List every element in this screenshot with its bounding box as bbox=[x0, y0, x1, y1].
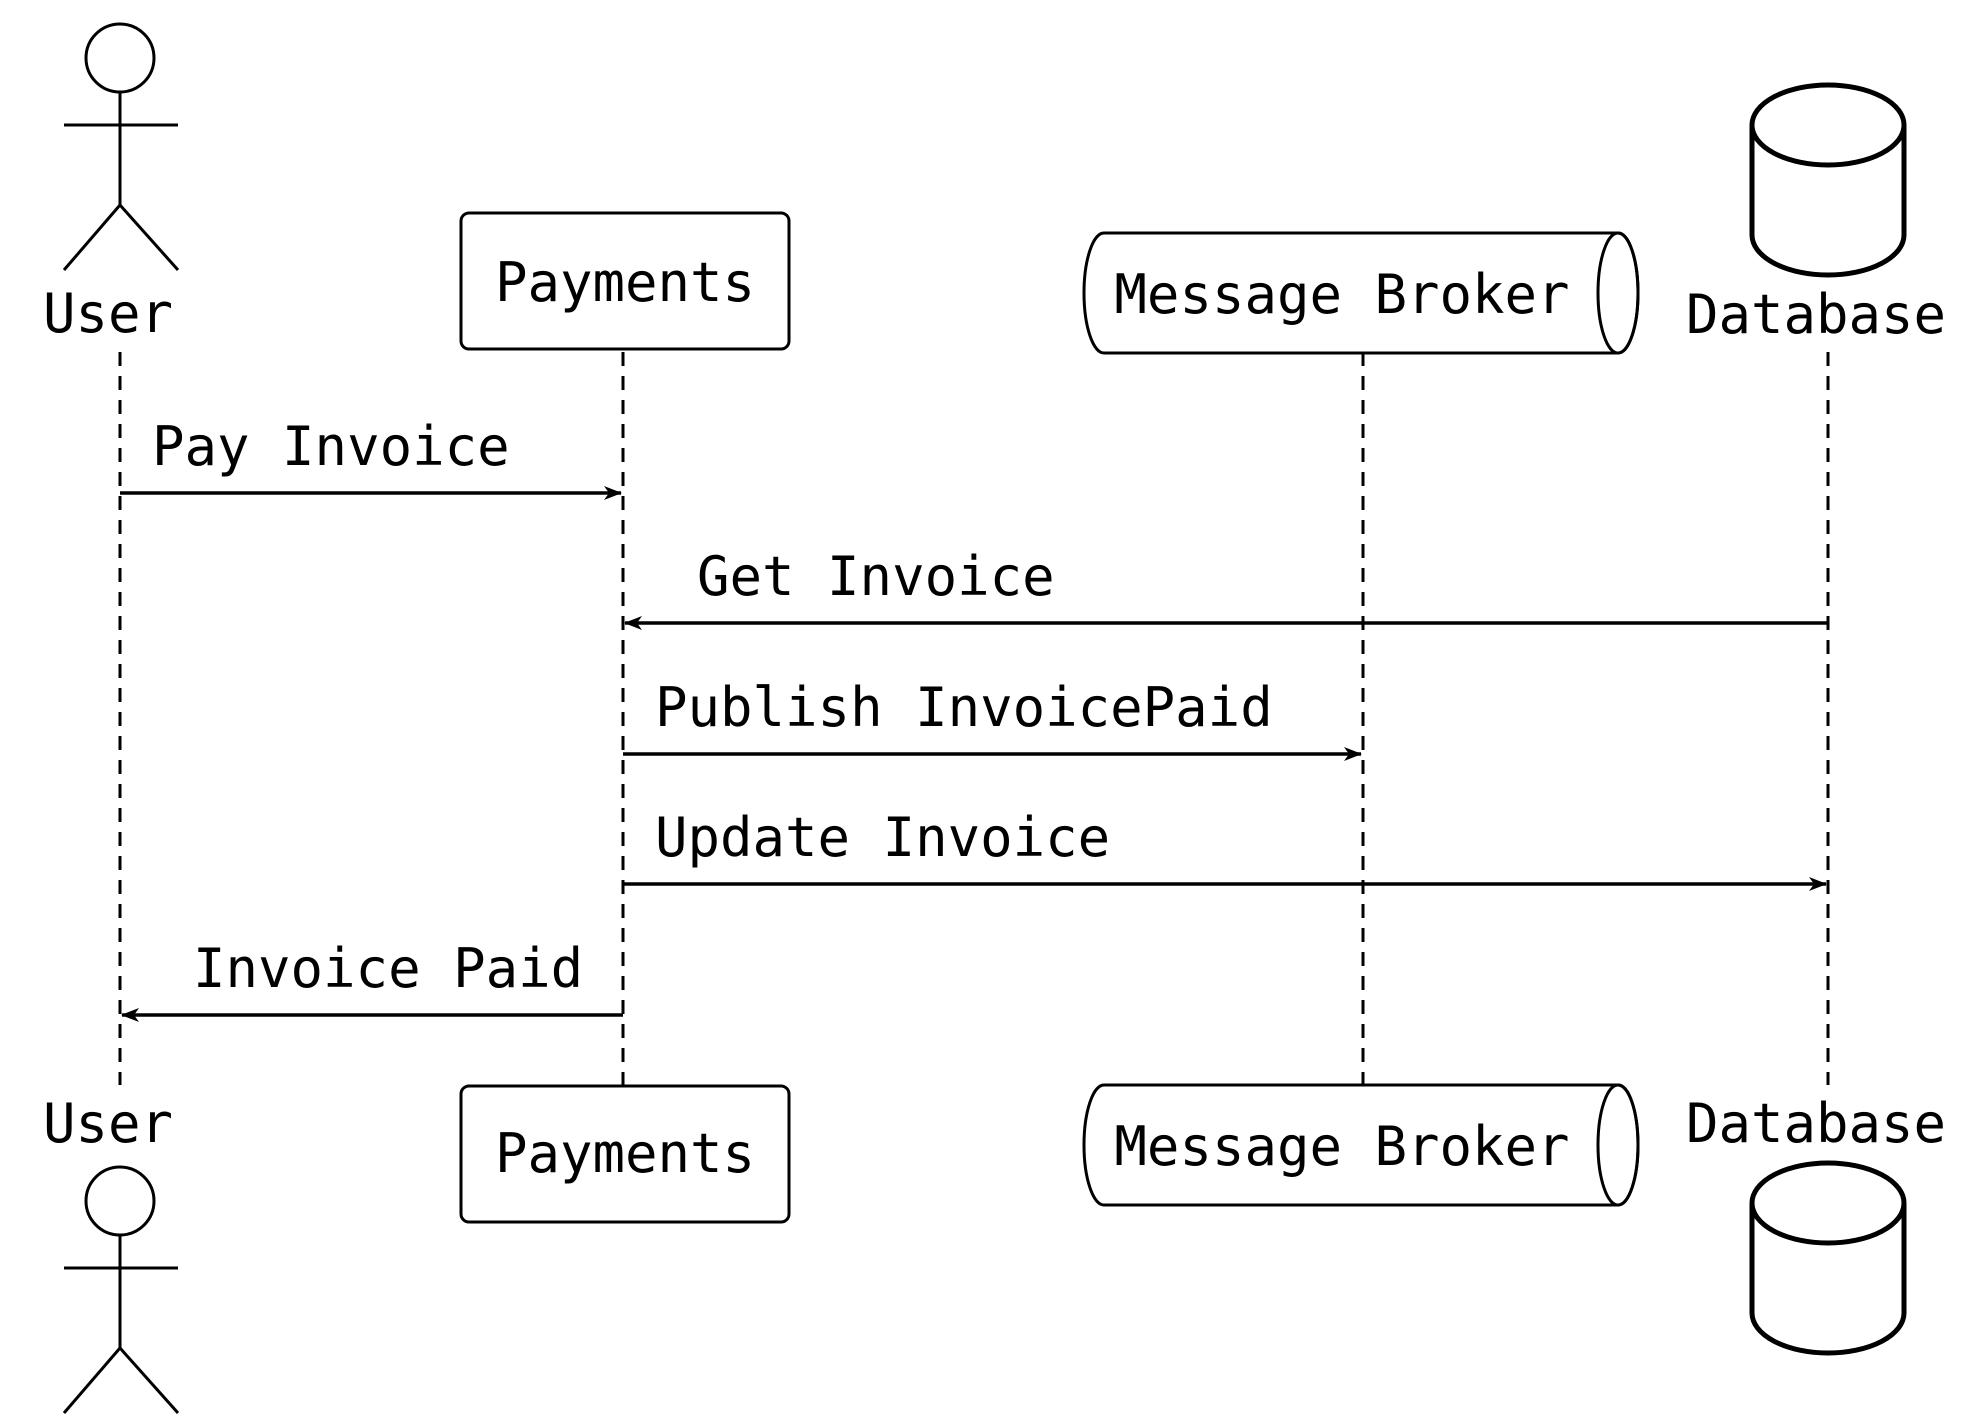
participant-database-top: Database bbox=[1686, 82, 1946, 346]
participant-message-broker-top: Message Broker bbox=[1082, 231, 1640, 355]
message-label: Pay Invoice bbox=[152, 415, 510, 478]
message-4: Update Invoice bbox=[623, 806, 1827, 891]
actor-icon bbox=[62, 1165, 180, 1414]
actor-user-bottom: User bbox=[43, 1092, 180, 1414]
participant-label-message-broker: Message Broker bbox=[1114, 263, 1569, 326]
message-5: Invoice Paid bbox=[121, 937, 623, 1022]
message-3: Publish InvoicePaid bbox=[623, 676, 1362, 761]
queue-cap bbox=[1596, 231, 1640, 355]
message-label: Update Invoice bbox=[655, 806, 1110, 869]
message-1: Pay Invoice bbox=[120, 415, 622, 500]
participant-label-user: User bbox=[43, 282, 173, 345]
participant-payments-bottom: Payments bbox=[459, 1084, 791, 1224]
participant-label-database: Database bbox=[1686, 1092, 1946, 1155]
participant-message-broker-bottom: Message Broker bbox=[1082, 1083, 1640, 1207]
participant-label-message-broker: Message Broker bbox=[1114, 1115, 1569, 1178]
participant-database-bottom: Database bbox=[1686, 1092, 1946, 1356]
participant-box bbox=[459, 1084, 791, 1224]
queue-cap bbox=[1596, 1083, 1640, 1207]
actor-icon bbox=[62, 22, 180, 271]
message-label: Publish InvoicePaid bbox=[655, 676, 1273, 739]
participant-payments-top: Payments bbox=[459, 211, 791, 351]
participant-label-payments: Payments bbox=[495, 251, 755, 314]
message-label: Get Invoice bbox=[697, 545, 1055, 608]
message-label: Invoice Paid bbox=[193, 937, 583, 1000]
actor-user-top: User bbox=[43, 22, 180, 345]
message-2: Get Invoice bbox=[624, 545, 1828, 630]
participant-label-user: User bbox=[43, 1092, 173, 1155]
database-icon bbox=[1749, 82, 1907, 278]
participant-box bbox=[459, 211, 791, 351]
participant-label-database: Database bbox=[1686, 283, 1946, 346]
database-icon bbox=[1749, 1160, 1907, 1356]
participant-label-payments: Payments bbox=[495, 1122, 755, 1185]
